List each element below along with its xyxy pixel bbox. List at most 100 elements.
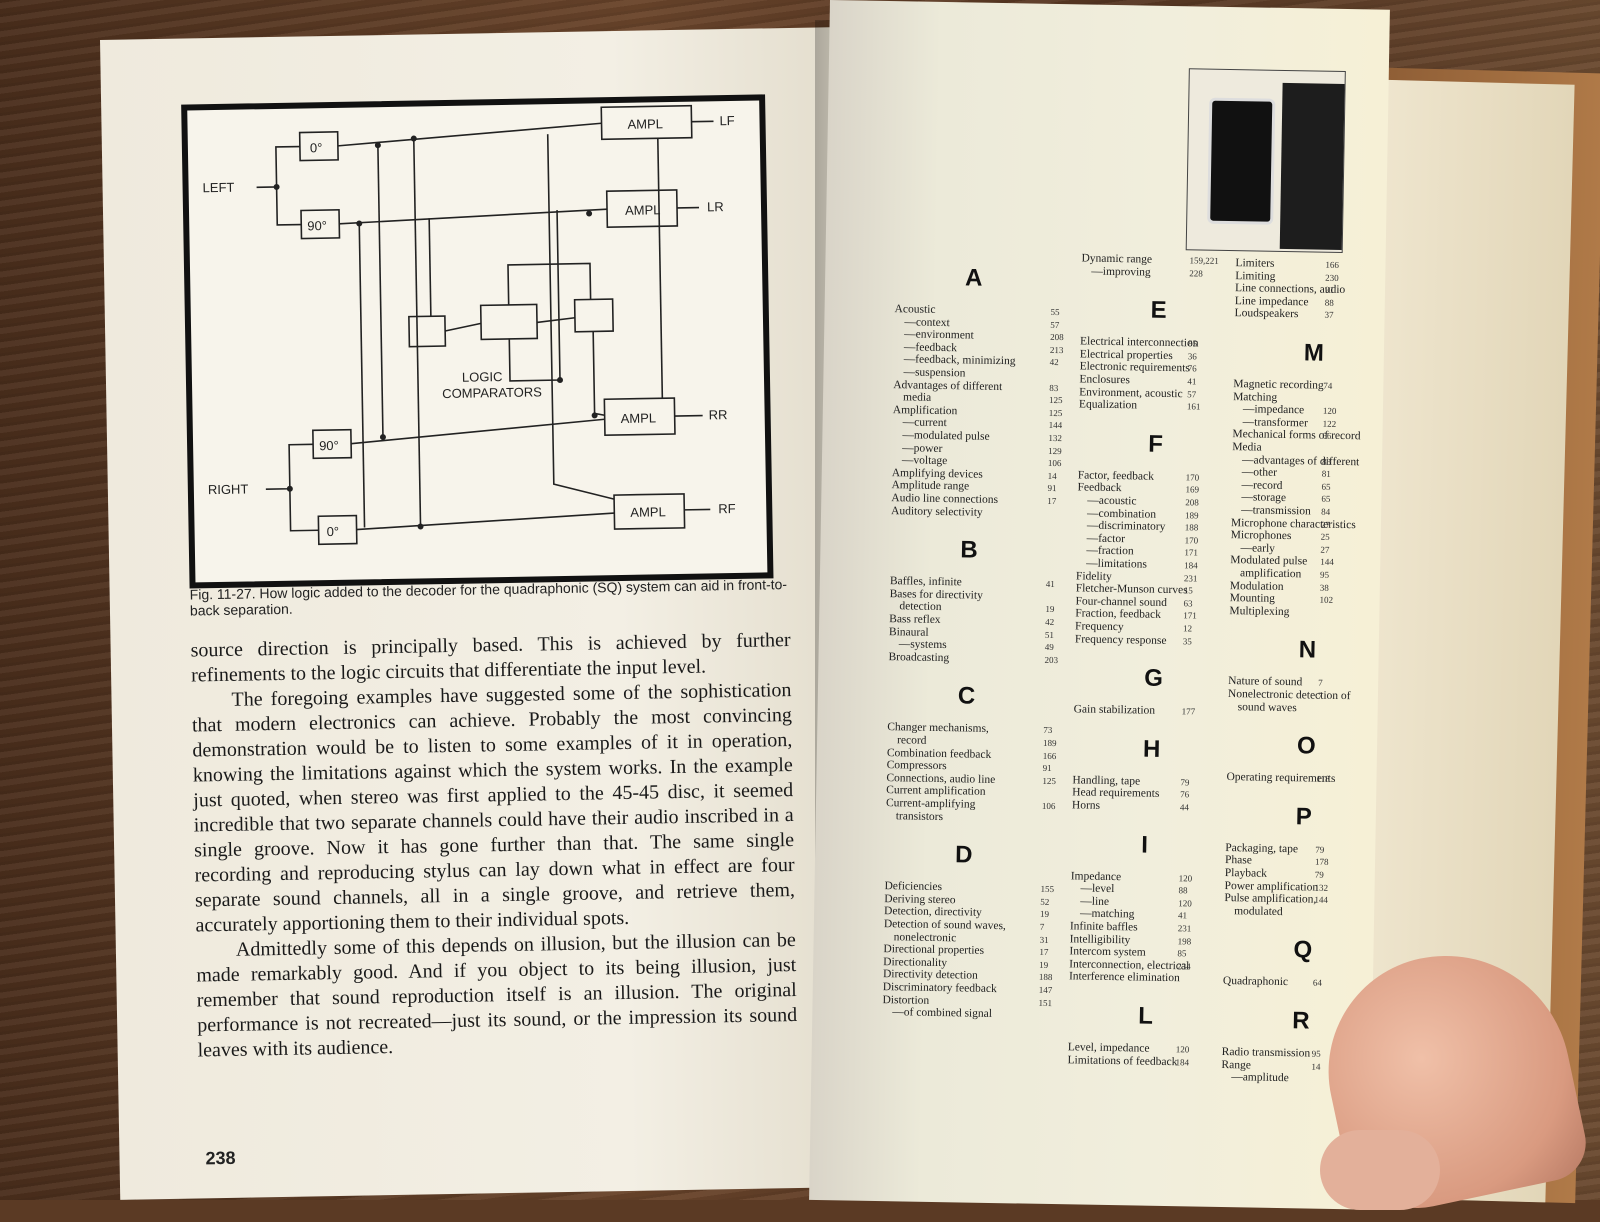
paragraph: The foregoing examples have suggested so…	[191, 678, 795, 938]
index-page-number: 19	[1045, 603, 1054, 616]
phase-90-bottom: 90°	[319, 438, 339, 453]
index-entry: media	[903, 392, 931, 405]
block-diagram: LEFT RIGHT 0° 90° 90° 0° AMPL LF AMPL LR…	[181, 94, 773, 588]
index-page-number: 65	[1321, 493, 1330, 506]
index-page-number: 51	[1045, 628, 1054, 641]
index-entry: —level	[1080, 883, 1114, 897]
index-page-number: 132	[1048, 432, 1062, 445]
index-entry: Equalization	[1079, 399, 1137, 413]
index-page-number: 17	[1047, 495, 1056, 508]
index-page-number: 118	[1316, 773, 1329, 786]
index-page-number: 234	[1177, 960, 1191, 973]
hand-thumb	[1320, 1130, 1440, 1210]
index-entry: —factor	[1087, 532, 1126, 546]
index-page-number: 91	[1325, 284, 1334, 297]
index-page-number: 161	[1187, 400, 1201, 413]
index-entry: Phase	[1225, 854, 1252, 867]
index-page-number: 188	[1185, 521, 1199, 534]
index-entry: Multiplexing	[1229, 605, 1289, 619]
index-letter-g: G	[1144, 665, 1163, 693]
phase-0-top: 0°	[310, 140, 323, 155]
index-page-number: 213	[1050, 344, 1064, 357]
index-page-number: 31	[1040, 933, 1049, 946]
index-page-number: 102	[1319, 594, 1333, 607]
index-page-number: 170	[1185, 534, 1199, 547]
index-page-number: 57	[1187, 388, 1196, 401]
index-page-number: 155	[1040, 883, 1054, 896]
index-entry: sound waves	[1238, 701, 1297, 715]
index-entry: Media	[1232, 441, 1262, 455]
index-page-number: 79	[1315, 843, 1324, 856]
body-text: source direction is principally based. T…	[190, 628, 797, 1063]
index-page-number: 14	[1048, 470, 1057, 483]
index-entry: Feedback	[1077, 482, 1121, 496]
index-page-number: 35	[1183, 635, 1192, 648]
ampl-lf: AMPL	[627, 116, 663, 132]
index-page-number: 125	[1049, 407, 1063, 420]
index-page-number: 169	[1185, 484, 1199, 497]
index-letter-b: B	[960, 537, 978, 565]
index-page-number: 188	[1039, 971, 1053, 984]
logic-label: LOGIC	[462, 369, 503, 385]
index-page-number: 171	[1184, 547, 1198, 560]
speaker-icon	[1207, 98, 1275, 225]
index-page-number: 228	[1189, 267, 1203, 280]
index-page-number: 144	[1314, 894, 1328, 907]
index-page-number: 25	[1321, 531, 1330, 544]
index-page-number: 79	[1180, 776, 1189, 789]
index-page-number: 120	[1178, 897, 1192, 910]
index-letter-i: I	[1141, 831, 1148, 859]
index-page-number: 81	[1322, 468, 1331, 481]
index-page-number: 19	[1039, 959, 1048, 972]
index-page-number: 106	[1048, 457, 1062, 470]
index-page-number: 41	[1178, 910, 1187, 923]
index-entry: Fidelity	[1076, 570, 1112, 584]
index-page-number: 74	[1323, 380, 1332, 393]
index-page-number: 38	[1320, 581, 1329, 594]
index-letter-r: R	[1292, 1007, 1310, 1035]
index-entry: —current	[903, 417, 947, 431]
phase-90-top: 90°	[307, 218, 327, 233]
index-page-number: 170	[1186, 471, 1200, 484]
index-page-number: 208	[1185, 496, 1199, 509]
index-entry: Range	[1221, 1059, 1251, 1073]
index-page-number: 230	[1325, 271, 1339, 284]
index-page-number: 41	[1187, 375, 1196, 388]
index-entry: —record	[1241, 479, 1282, 493]
index-page-number: 120	[1323, 405, 1337, 418]
index-page-number: 15	[1184, 584, 1193, 597]
index-page-number: 166	[1325, 259, 1339, 272]
index-page-number: 166	[1043, 749, 1057, 762]
index-entry: Loudspeakers	[1234, 308, 1298, 322]
index-letter-f: F	[1148, 430, 1163, 458]
index-entry: Frequency response	[1075, 633, 1167, 648]
ampl-lr: AMPL	[625, 202, 661, 218]
index-page-number: 125	[1042, 775, 1056, 788]
index-letter-e: E	[1150, 297, 1167, 325]
index-entry: modulated	[1234, 905, 1283, 919]
index-page-number: 42	[1045, 616, 1054, 629]
index-page-number: 66	[1322, 430, 1331, 443]
index-entry: —of combined signal	[892, 1006, 992, 1021]
index-entry: Binaural	[889, 626, 929, 640]
index-entry: Limitations of feedback	[1067, 1054, 1177, 1069]
index-page-number: 76	[1187, 363, 1196, 376]
out-lf: LF	[719, 113, 734, 128]
left-page: LEFT RIGHT 0° 90° 90° 0° AMPL LF AMPL LR…	[100, 27, 850, 1200]
index-page-number: 184	[1175, 1056, 1189, 1069]
index-page-number: 7	[1318, 677, 1323, 690]
index-page-number: 178	[1315, 856, 1329, 869]
index-page-number: 203	[1044, 654, 1058, 667]
index-entry: Distortion	[882, 994, 929, 1008]
index-letter-p: P	[1296, 803, 1313, 831]
index-entry: —voltage	[902, 455, 948, 469]
index-page-number: 189	[1185, 509, 1199, 522]
index-entry: detection	[899, 601, 941, 615]
index-page-number: 63	[1183, 597, 1192, 610]
right-input-label: RIGHT	[208, 481, 249, 497]
index-page-number: 52	[1040, 896, 1049, 909]
index-letter-o: O	[1297, 732, 1316, 760]
index-page-number: 79	[1315, 869, 1324, 882]
index-letter-a: A	[965, 264, 983, 292]
